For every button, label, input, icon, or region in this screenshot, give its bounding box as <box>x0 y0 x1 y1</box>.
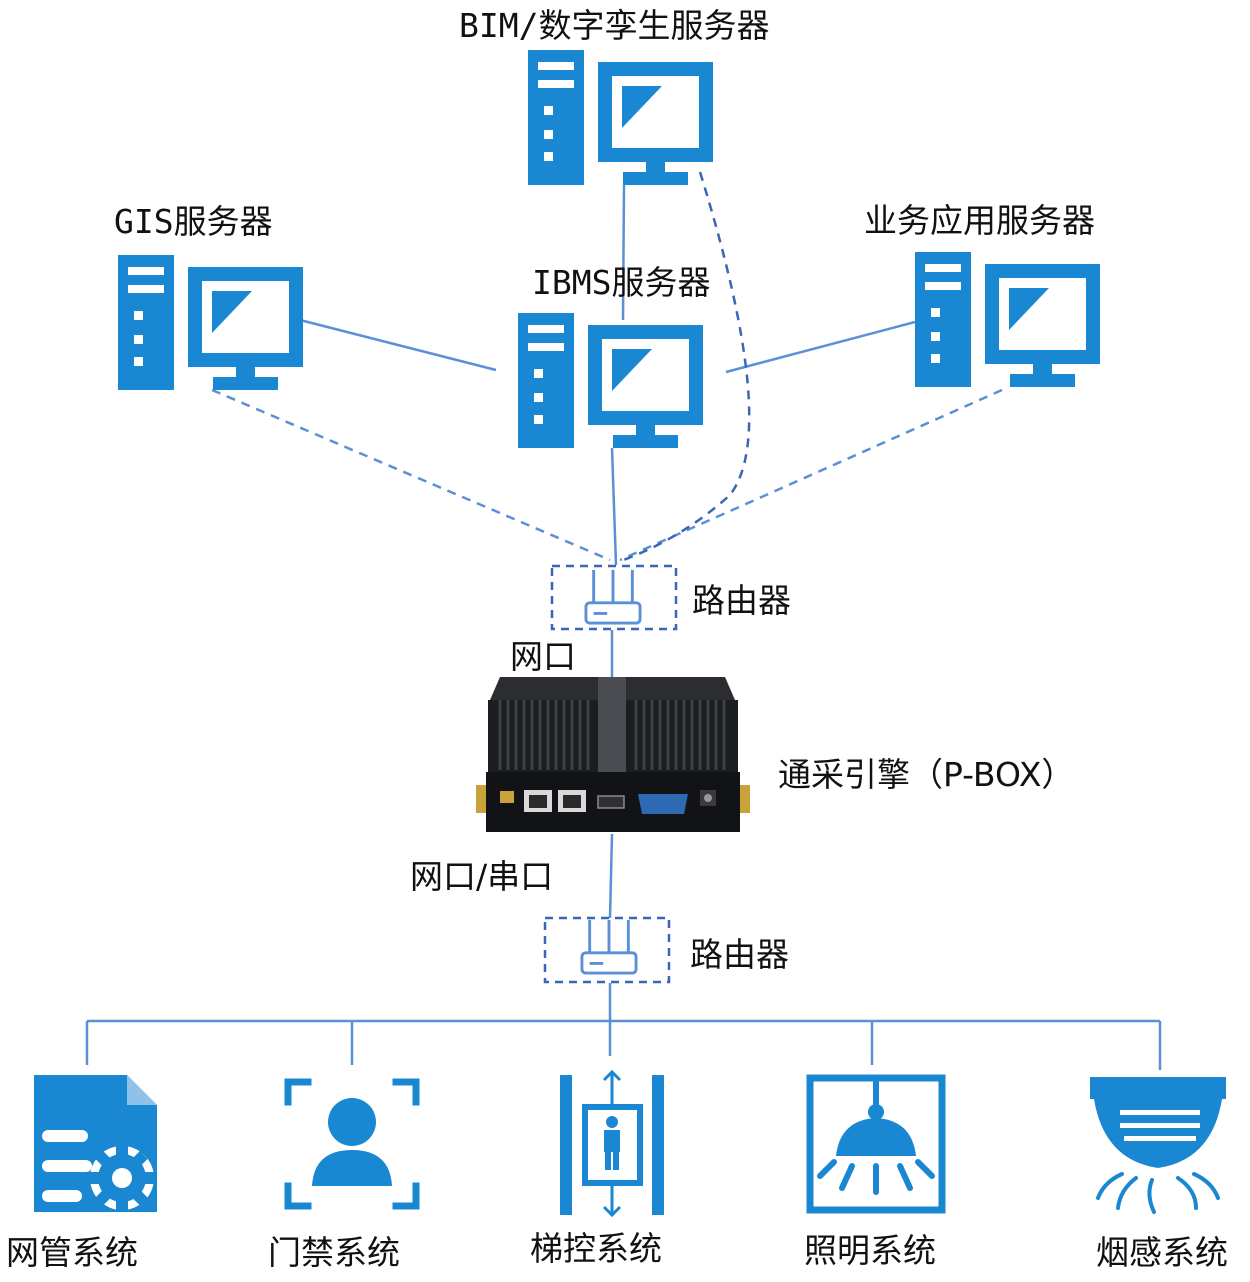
engine-label: 通采引擎（P-BOX） <box>778 755 1075 794</box>
link-biz-ibms <box>725 320 916 374</box>
biz-server-icon <box>915 252 1100 387</box>
bim-server-icon <box>528 50 713 185</box>
face-access-icon <box>284 1078 420 1210</box>
subsystem-label-access: 门禁系统 <box>268 1233 400 1272</box>
link-bim-ibms <box>621 184 626 321</box>
link-biz-router-dashed <box>619 388 1003 562</box>
router-top-label: 路由器 <box>692 581 791 620</box>
network-management-icon <box>34 1075 157 1212</box>
router-top <box>550 564 678 631</box>
link-engine-router <box>608 833 614 919</box>
router-bottom-label: 路由器 <box>690 935 789 974</box>
smoke-detector-icon <box>1090 1077 1226 1214</box>
gis-server-label: GIS服务器 <box>114 202 273 241</box>
connections <box>85 171 1162 1070</box>
subsystem-label-smoke: 烟感系统 <box>1096 1233 1228 1272</box>
router-icon <box>580 918 638 975</box>
upper-port-label: 网口 <box>510 637 576 676</box>
link-ibms-router <box>610 447 618 566</box>
lower-port-label: 网口/串口 <box>410 857 554 896</box>
link-gis-router-dashed <box>211 388 611 562</box>
subsystem-label-elevator: 梯控系统 <box>530 1229 662 1268</box>
link-bim-router-dashed <box>617 171 751 564</box>
engine-device-icon <box>476 677 750 832</box>
ceiling-lamp-icon <box>806 1074 946 1214</box>
gis-server-icon <box>118 255 303 390</box>
link-gis-ibms <box>299 318 497 372</box>
bim-server-label: BIM/数字孪生服务器 <box>459 6 770 45</box>
elevator-icon <box>560 1069 664 1218</box>
router-icon <box>584 568 642 625</box>
biz-server-label: 业务应用服务器 <box>864 201 1095 240</box>
subsystem-label-network: 网管系统 <box>6 1233 138 1272</box>
router-bottom <box>543 916 671 984</box>
subsystem-label-lighting: 照明系统 <box>804 1231 936 1270</box>
ibms-server-icon <box>518 313 703 448</box>
ibms-server-label: IBMS服务器 <box>532 263 711 302</box>
